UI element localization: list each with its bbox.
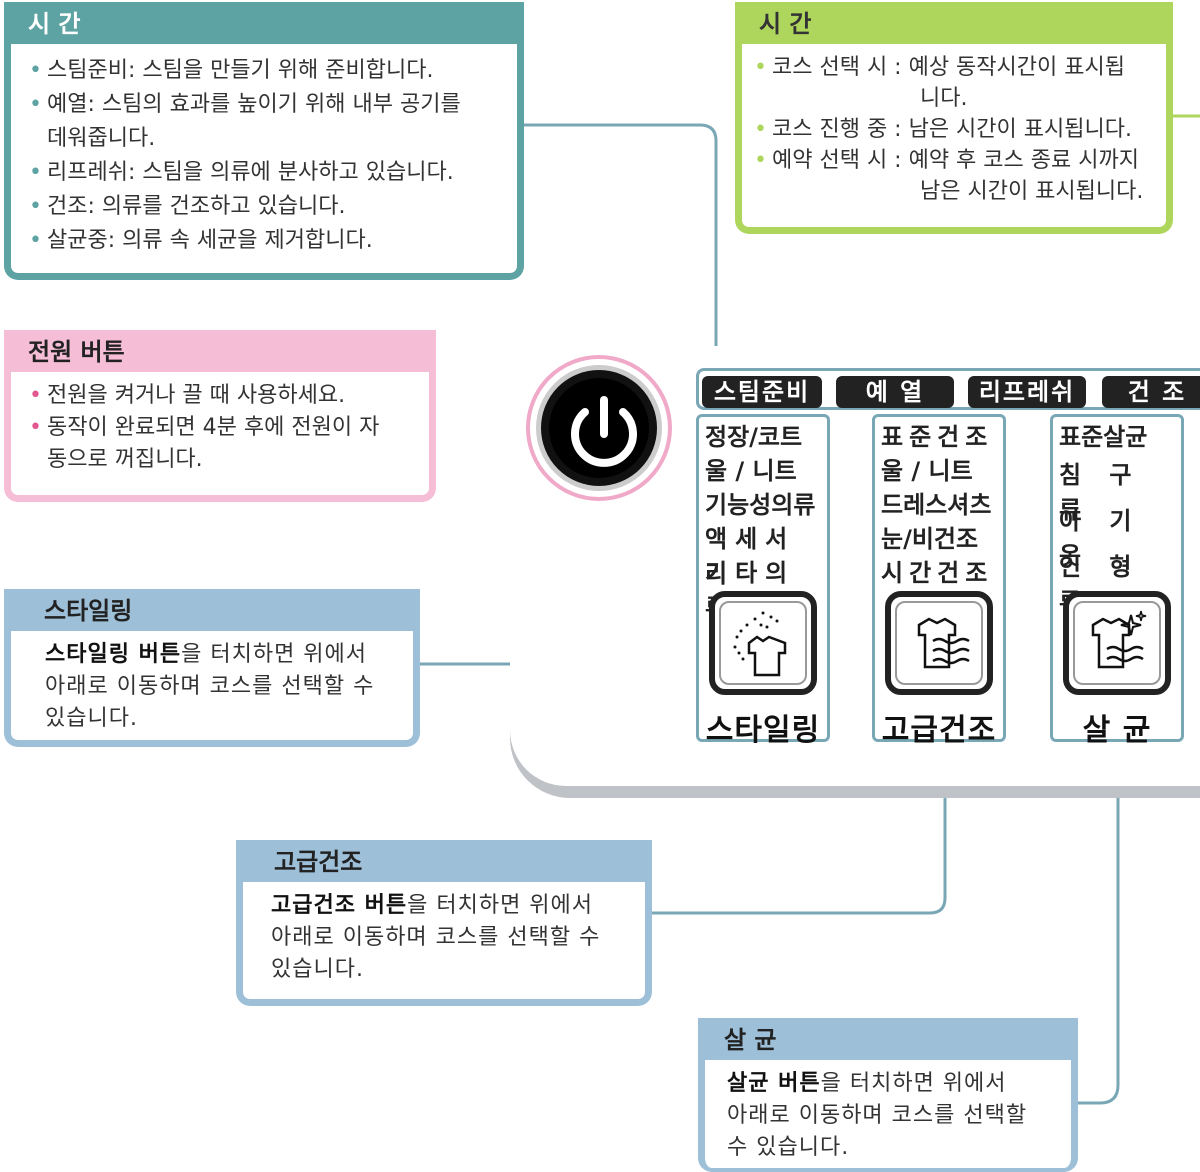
shirt-steam-icon [733, 611, 787, 677]
list-item: •예열: 스팀의 효과를 높이기 위해 내부 공기를 [29, 92, 461, 117]
sterilize-column: 표준살균 침 구 류 아 기 옷 인 형 류 살 균 [1050, 414, 1184, 748]
power-title: 전원 버튼 [4, 330, 436, 372]
list-item: •스팀준비: 스팀을 만들기 위해 준비합니다. [29, 58, 434, 83]
sterilize-button[interactable] [1063, 591, 1171, 695]
sterilize-description: 살균 버튼을 터치하면 위에서 아래로 이동하며 코스를 선택할 수 있습니다. [727, 1071, 1028, 1160]
premium-dry-column: 표준건조 울 / 니트 드레스셔츠 눈/비건조 시간건조 고급건조 [872, 414, 1006, 748]
styling-callout: 스타일링 스타일링 버튼을 터치하면 위에서 아래로 이동하며 코스를 선택할 … [4, 589, 420, 747]
premium-dry-description: 고급건조 버튼을 터치하면 위에서 아래로 이동하며 코스를 선택할 수 있습니… [271, 893, 601, 982]
premium-dry-callout: 고급건조 고급건조 버튼을 터치하면 위에서 아래로 이동하며 코스를 선택할 … [236, 840, 652, 1006]
power-icon [571, 396, 637, 467]
list-item: •건조: 의류를 건조하고 있습니다. [29, 194, 346, 219]
power-button[interactable] [536, 365, 662, 491]
shirt-dry-icon [917, 617, 970, 669]
time-status-callout: 시 간 •스팀준비: 스팀을 만들기 위해 준비합니다. •예열: 스팀의 효과… [4, 2, 524, 280]
list-item: •코스 선택 시 : 예상 동작시간이 표시됩 [754, 55, 1125, 80]
course-standard-sterilize: 표준살균 [1059, 423, 1148, 451]
course-wool-knit: 울 / 니트 [881, 457, 973, 485]
time-display-callout: 시 간 •코스 선택 시 : 예상 동작시간이 표시됩 니다. •코스 진행 중… [735, 2, 1173, 234]
course-rain-snow: 눈/비건조 [881, 525, 979, 553]
status-steam-prep: 스팀준비 [702, 376, 822, 408]
styling-label: 스타일링 [705, 713, 821, 748]
course-stuffed-toys: 인 형 류 [1059, 553, 1142, 616]
list-item: •코스 진행 중 : 남은 시간이 표시됩니다. [754, 117, 1132, 142]
status-refresh: 리프레쉬 [968, 376, 1086, 408]
list-item: •살균중: 의류 속 세균을 제거합니다. [29, 228, 373, 253]
list-item: •동작이 완료되면 4분 후에 전원이 자 [29, 415, 380, 440]
status-indicator-bar [696, 368, 1200, 410]
list-item: 동으로 꺼집니다. [47, 447, 203, 472]
styling-button[interactable] [709, 591, 817, 695]
course-bedding: 침 구 류 [1059, 461, 1142, 524]
power-callout: 전원 버튼 •전원을 켜거나 끌 때 사용하세요. •동작이 완료되면 4분 후… [4, 330, 436, 502]
list-item: •예약 선택 시 : 예약 후 코스 종료 시까지 [754, 148, 1139, 173]
sterilize-title: 살 균 [698, 1018, 1078, 1060]
list-item: 니다. [920, 86, 968, 111]
list-item: 데워줍니다. [47, 126, 156, 151]
list-item: •리프레쉬: 스팀을 의류에 분사하고 있습니다. [29, 160, 454, 185]
premium-dry-label: 고급건조 [881, 713, 997, 748]
shirt-sterilize-icon [1091, 610, 1147, 669]
time-status-title: 시 간 [4, 2, 524, 44]
list-item: •전원을 켜거나 끌 때 사용하세요. [29, 383, 346, 408]
sterilize-label: 살 균 [1082, 713, 1152, 748]
list-item: 남은 시간이 표시됩니다. [920, 179, 1144, 204]
time-status-list: •스팀준비: 스팀을 만들기 위해 준비합니다. •예열: 스팀의 효과를 높이… [29, 54, 461, 258]
styling-description: 스타일링 버튼을 터치하면 위에서 아래로 이동하며 코스를 선택할 수 있습니… [45, 642, 375, 731]
sterilize-callout: 살 균 살균 버튼을 터치하면 위에서 아래로 이동하며 코스를 선택할 수 있… [698, 1018, 1078, 1172]
course-functional: 기능성의류 [705, 491, 816, 519]
status-dry: 건 조 [1102, 376, 1200, 408]
styling-title: 스타일링 [4, 589, 420, 631]
premium-dry-title: 고급건조 [236, 840, 652, 882]
styling-column: 정장/코트 울 / 니트 기능성의류 액세서리 기타의류 스타일링 [696, 414, 830, 748]
course-other: 기타의류 [705, 559, 796, 622]
status-preheat: 예 열 [836, 376, 954, 408]
course-baby-clothes: 아 기 옷 [1059, 507, 1142, 570]
time-display-title: 시 간 [735, 2, 1173, 44]
course-accessory: 액세서리 [705, 525, 796, 588]
premium-dry-button[interactable] [885, 591, 993, 695]
course-dress-shirt: 드레스셔츠 [881, 491, 992, 519]
time-display-list: •코스 선택 시 : 예상 동작시간이 표시됩 니다. •코스 진행 중 : 남… [754, 52, 1143, 207]
course-standard-dry: 표준건조 [881, 423, 994, 451]
course-suit-coat: 정장/코트 [705, 423, 803, 451]
power-list: •전원을 켜거나 끌 때 사용하세요. •동작이 완료되면 4분 후에 전원이 … [29, 380, 379, 476]
course-wool-knit: 울 / 니트 [705, 457, 797, 485]
course-timed-dry: 시간건조 [881, 559, 994, 587]
